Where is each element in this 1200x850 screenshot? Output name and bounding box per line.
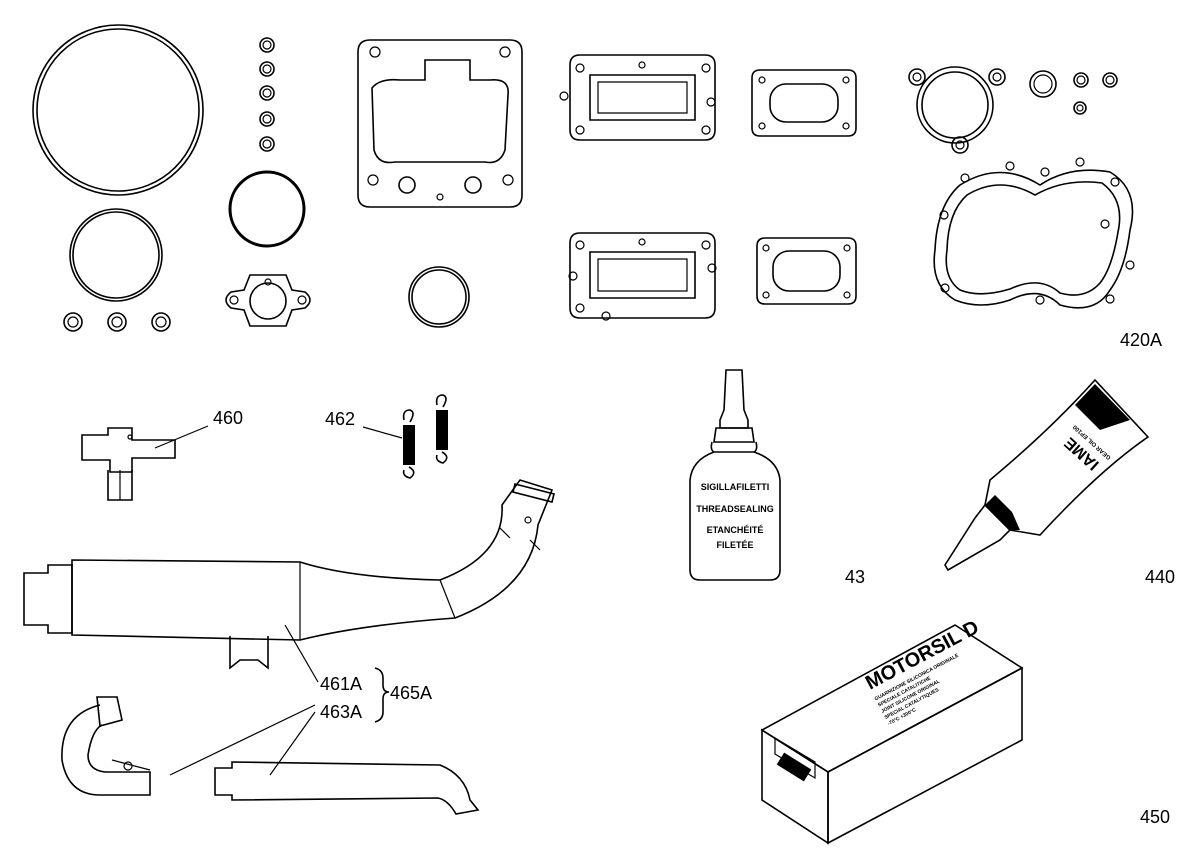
callout-420a: 420A: [1120, 330, 1162, 350]
small-washers: [63, 312, 171, 332]
callout-461a: 461A: [320, 674, 362, 694]
springs-462: 462: [325, 394, 448, 479]
flange-gasket: [225, 274, 311, 327]
callout-450: 450: [1140, 807, 1170, 827]
ring-gasket: [408, 266, 470, 328]
bottle-label-2: THREADSEALING: [696, 504, 774, 514]
large-o-ring: [32, 24, 204, 196]
callout-463a: 463A: [320, 702, 362, 722]
leader-462: [362, 426, 403, 439]
motorsil-box-450: MOTORSIL D GUARNIZIONE SILICONICA ORIGIN…: [760, 616, 1170, 845]
spring-left: [402, 409, 415, 479]
callout-462: 462: [325, 409, 355, 429]
gear-oil-tube-440: IAME GEAR OIL EP100 440: [944, 378, 1175, 587]
medium-o-ring: [69, 208, 163, 302]
callout-460: 460: [213, 408, 243, 428]
exhaust-fitting-460: 460: [81, 408, 243, 501]
bottle-label-4: FILETÉE: [716, 540, 753, 550]
leader-463a-2: [269, 711, 316, 776]
brace-465a: [374, 667, 390, 723]
spring-right: [435, 394, 448, 464]
crankcase-gasket: [933, 157, 1135, 309]
manifold-gasket-upper: [751, 69, 857, 137]
gasket-kit-420a: 420A: [32, 24, 1162, 350]
cylinder-base-gasket: [357, 39, 523, 208]
manifold-gasket-lower: [756, 237, 857, 305]
bottle-label-3: ETANCHÉITÉ: [707, 525, 764, 535]
cover-gasket: [908, 66, 1006, 154]
tube-brand: IAME: [1061, 433, 1102, 473]
bottle-label-1: SIGILLAFILETTI: [701, 482, 770, 492]
small-ring-column: [259, 37, 275, 152]
reed-gasket-upper: [559, 54, 716, 141]
callout-465a: 465A: [390, 683, 432, 703]
leader-460: [154, 425, 209, 449]
callout-440: 440: [1145, 567, 1175, 587]
leader-461a: [284, 624, 319, 683]
callout-43: 43: [845, 567, 865, 587]
exhaust-pipe-463a: 463A 465A: [61, 667, 480, 815]
exhaust-silencer-461a: 461A: [23, 479, 555, 694]
leader-463a-1: [169, 704, 316, 776]
small-rings-right: [1029, 70, 1118, 115]
thick-o-ring: [228, 170, 306, 248]
reed-gasket-lower: [568, 232, 717, 321]
threadsealer-bottle-43: SIGILLAFILETTI THREADSEALING ETANCHÉITÉ …: [689, 369, 865, 587]
